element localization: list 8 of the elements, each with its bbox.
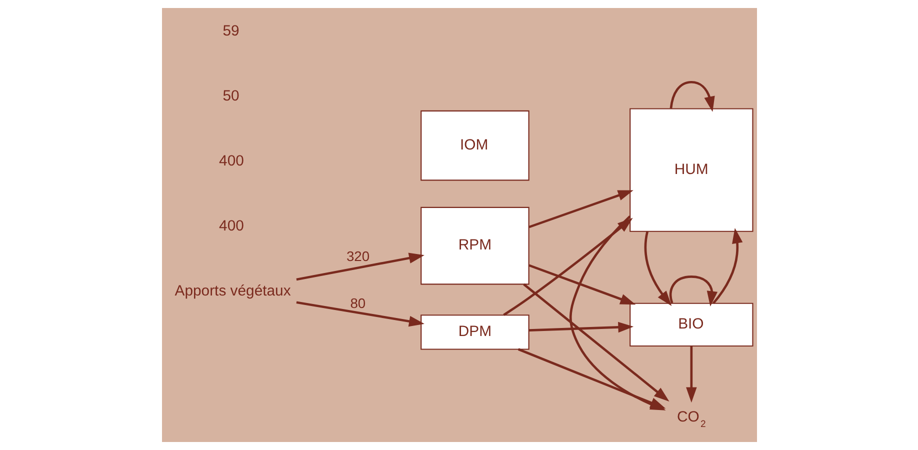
label: 400 bbox=[218, 218, 244, 235]
label: 59 bbox=[222, 22, 239, 40]
label: 50 bbox=[222, 87, 239, 104]
node-text: CO$_{2}$ bbox=[676, 408, 706, 430]
edge-label: 80 bbox=[350, 295, 366, 312]
edge-label: 320 bbox=[346, 248, 370, 264]
node-text: Apports végétaux bbox=[174, 282, 290, 300]
label: 400 bbox=[218, 152, 244, 170]
